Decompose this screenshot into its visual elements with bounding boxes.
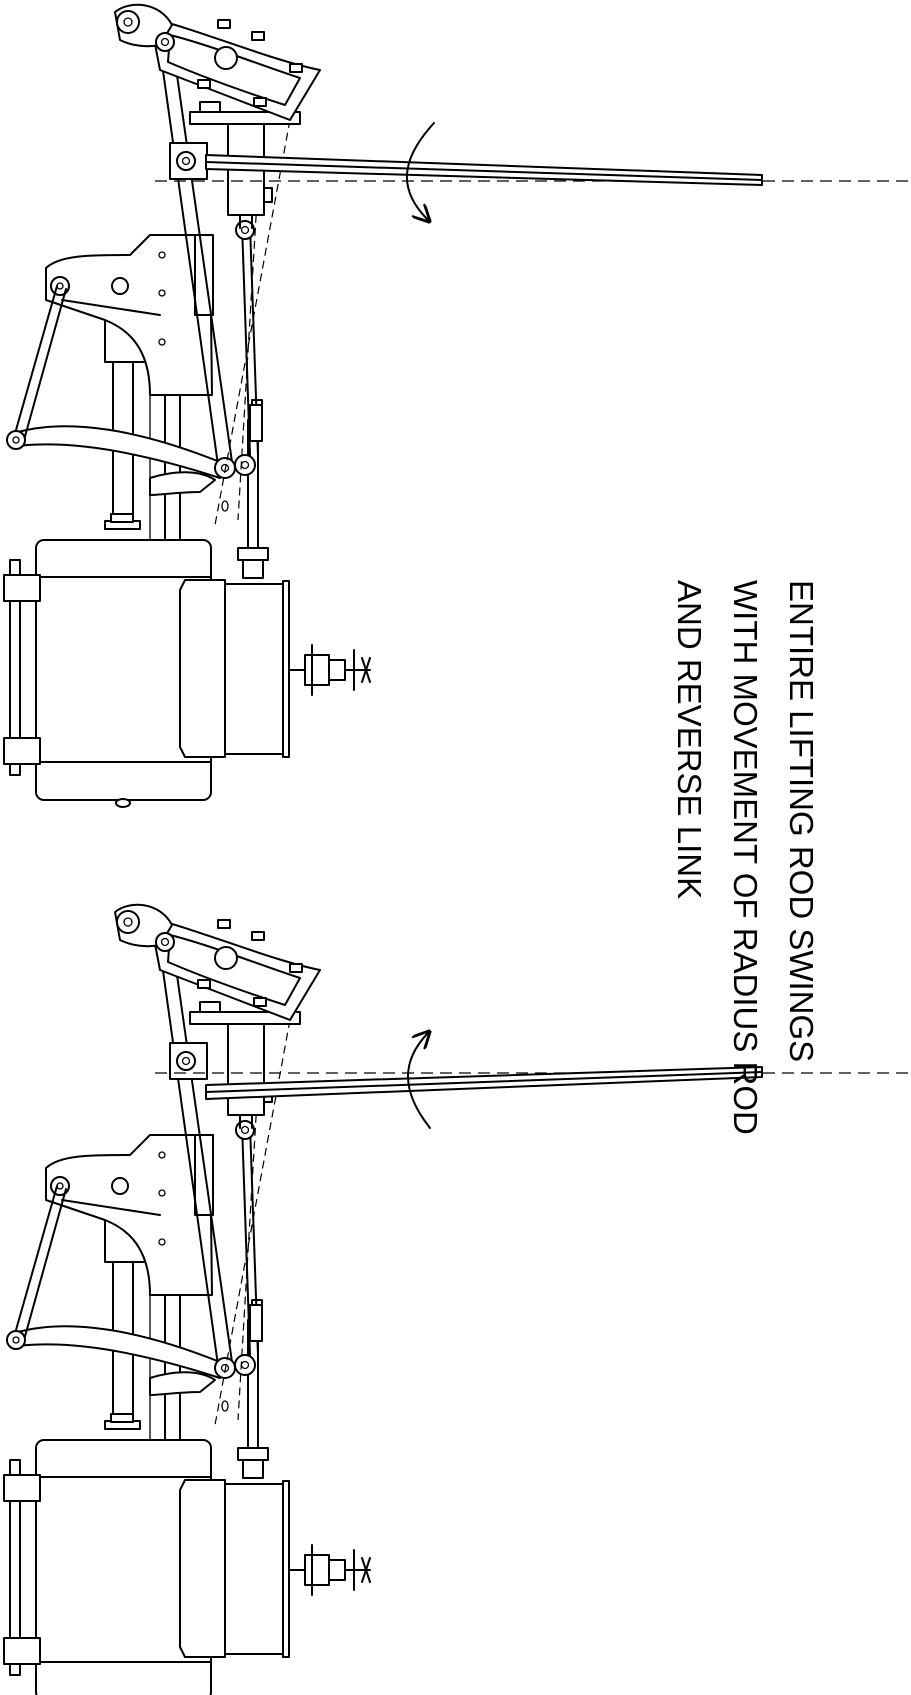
upper-view bbox=[3, 3, 911, 808]
lower-view bbox=[3, 903, 911, 1695]
annotation-line-3: AND REVERSE LINK bbox=[671, 580, 708, 900]
annotation-text: ENTIRE LIFTING ROD SWINGS WITH MOVEMENT … bbox=[661, 580, 829, 1220]
lower-swing-arrow bbox=[407, 1033, 430, 1129]
upper-swing-arrow bbox=[406, 122, 435, 220]
annotation-line-1: ENTIRE LIFTING ROD SWINGS bbox=[783, 580, 820, 1063]
upper-mechanism bbox=[3, 3, 371, 808]
annotation-line-2: WITH MOVEMENT OF RADIUS ROD bbox=[727, 580, 764, 1135]
lower-mechanism bbox=[3, 903, 371, 1695]
